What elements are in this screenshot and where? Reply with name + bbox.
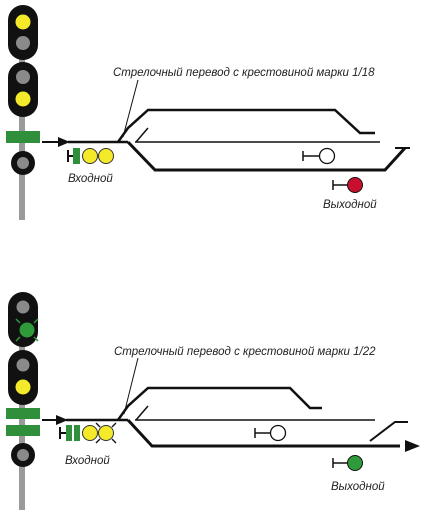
bottom-switch-leader: [123, 357, 139, 415]
top-lamp-2: [16, 36, 30, 50]
bottom-exit-lamp: [347, 455, 363, 471]
bottom-dwarf-plate-1: [66, 425, 72, 441]
top-switch-leader: [122, 79, 139, 138]
bottom-track-branch-right: [369, 421, 408, 442]
bottom-track-upper-inner: [135, 405, 149, 421]
top-dwarf-lamp-1: [82, 148, 98, 164]
bottom-lamp-2: [16, 300, 30, 314]
top-dwarf-lamp-2: [98, 148, 114, 164]
bottom-diagram: Стрелочный перевод с крестовиной марки 1…: [6, 292, 420, 510]
top-signal-head-upper: [8, 5, 38, 60]
bottom-exit-main-lamp: [269, 424, 287, 442]
bottom-exit-label: Выходной: [331, 481, 385, 493]
top-lamp-4: [15, 91, 31, 107]
bottom-dwarf-lamp-1: [82, 425, 98, 441]
top-track-upper: [116, 108, 375, 143]
bottom-entry-label: Входной: [65, 455, 110, 467]
bottom-switch-label: Стрелочный перевод с крестовиной марки 1…: [114, 346, 376, 358]
top-dwarf-plate: [73, 148, 80, 164]
bottom-lamp-1-flash-rays: [15, 318, 39, 342]
top-track-upper-inner: [135, 127, 149, 143]
top-exit-lamp: [347, 177, 363, 193]
bottom-signal-head-upper: [8, 292, 38, 347]
top-entry-arrowhead: [58, 137, 70, 147]
top-exit-main-lamp: [318, 147, 336, 165]
bottom-track-upper: [116, 386, 322, 421]
bottom-dwarf-lamp-2-flash-rays: [95, 422, 117, 444]
top-entry-label: Входной: [68, 173, 113, 185]
bottom-dwarf-lamp-2: [98, 425, 114, 441]
top-switch-label: Стрелочный перевод с крестовиной марки 1…: [113, 67, 375, 79]
bottom-lamp-1: [19, 322, 35, 338]
bottom-entry-arrowhead: [56, 415, 68, 425]
bottom-lamp-4: [15, 379, 31, 395]
bottom-route-plate-1: [6, 408, 40, 419]
top-track-lower: [126, 140, 407, 172]
bottom-route-plate-2: [6, 425, 40, 436]
top-diagram: Стрелочный перевод с крестовиной марки 1…: [6, 5, 410, 220]
bottom-dwarf-plate-2: [74, 425, 80, 441]
bottom-shunt-lamp: [17, 449, 29, 461]
bottom-track-lower: [126, 418, 400, 448]
top-signal-head-lower: [8, 62, 38, 117]
bottom-lamp-3: [16, 358, 30, 372]
top-lamp-1: [15, 14, 31, 30]
top-mast: [19, 20, 25, 220]
bottom-signal-head-lower: [8, 350, 38, 405]
top-shunt-lamp: [17, 157, 29, 169]
bottom-exit-arrowhead: [405, 440, 420, 452]
top-exit-label: Выходной: [323, 199, 377, 211]
top-route-plate: [6, 131, 40, 143]
top-lamp-3: [16, 70, 30, 84]
